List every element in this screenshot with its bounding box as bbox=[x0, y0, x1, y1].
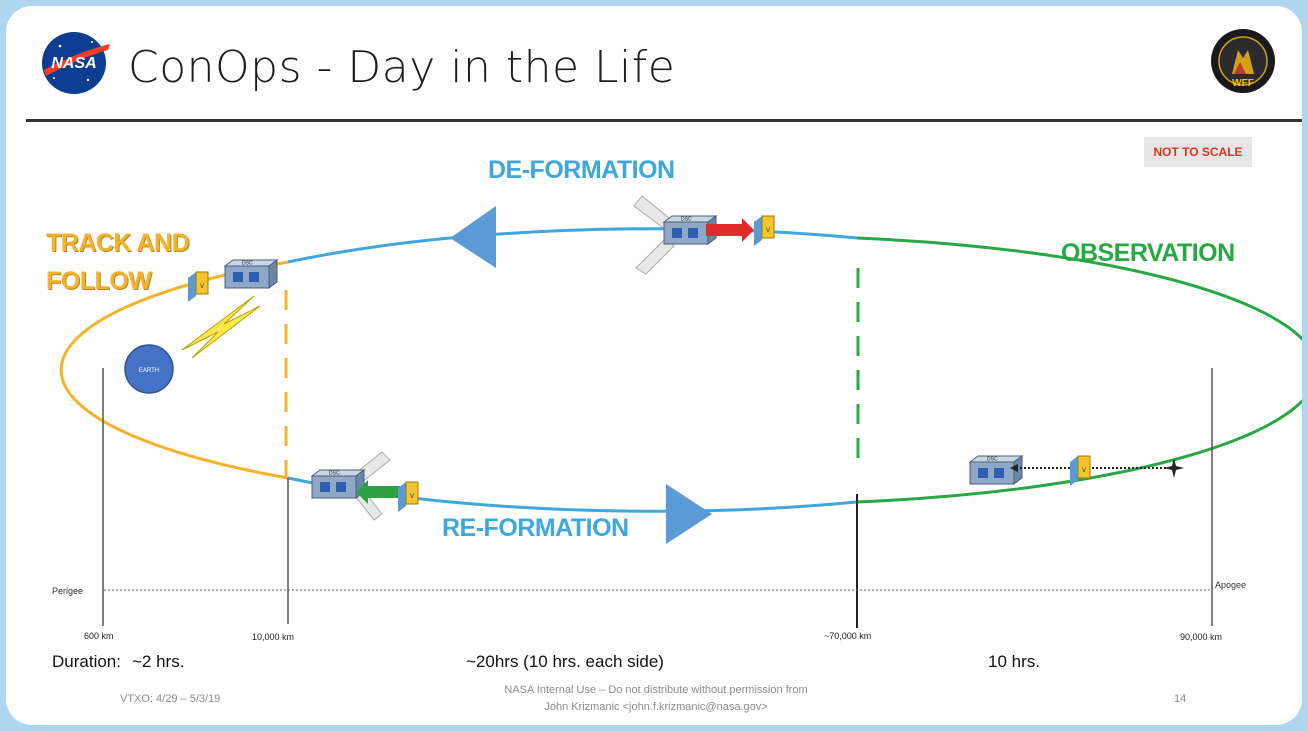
svg-text:V: V bbox=[200, 284, 204, 290]
footer-notice: NASA Internal Use – Do not distribute wi… bbox=[504, 684, 808, 713]
detector-spacecraft-icon: V bbox=[398, 481, 419, 512]
distance-label: 90,000 km bbox=[1180, 632, 1223, 642]
distance-label: 10,000 km bbox=[252, 632, 295, 642]
nasa-logo-text: NASA bbox=[51, 55, 96, 72]
detector-spacecraft-icon: V bbox=[188, 271, 209, 302]
page-title: ConOps - Day in the Life bbox=[128, 42, 676, 93]
separation-arrow-icon bbox=[706, 218, 754, 242]
duration-heading: Duration: bbox=[52, 652, 121, 671]
page-number: 14 bbox=[1174, 693, 1187, 705]
duration-value: ~2 hrs. bbox=[132, 652, 185, 671]
track-spacecraft-group: DSC V bbox=[188, 259, 279, 302]
distance-label: ~70,000 km bbox=[824, 631, 872, 641]
apogee-label: Apogee bbox=[1215, 580, 1246, 590]
svg-text:DSC: DSC bbox=[987, 457, 998, 463]
orbit-observation-segment bbox=[856, 236, 1302, 504]
svg-text:DSC: DSC bbox=[681, 217, 692, 223]
detector-spacecraft-icon: V bbox=[754, 215, 775, 246]
dsc-spacecraft-icon: DSC bbox=[223, 259, 279, 289]
beam-arrowhead-icon bbox=[1010, 464, 1018, 472]
title-divider bbox=[26, 119, 1302, 122]
reformation-label: RE-FORMATION bbox=[442, 514, 629, 542]
observation-label: OBSERVATION bbox=[1061, 239, 1235, 267]
duration-value: 10 hrs. bbox=[988, 652, 1040, 671]
svg-text:V: V bbox=[1082, 468, 1086, 474]
svg-text:DSC: DSC bbox=[242, 261, 253, 267]
footer-date: VTXO: 4/29 – 5/3/19 bbox=[120, 693, 221, 705]
earth-icon bbox=[124, 344, 174, 394]
orbit-track-segment bbox=[59, 260, 289, 480]
svg-text:DSC: DSC bbox=[329, 471, 340, 477]
lightning-icon bbox=[181, 295, 261, 359]
reformation-direction-arrow bbox=[666, 484, 712, 544]
wff-logo-text: WFF bbox=[1232, 78, 1254, 89]
orbit-diagram: Perigee Apogee EARTH DSC V bbox=[52, 195, 1302, 628]
detector-spacecraft-icon: V bbox=[1070, 455, 1091, 486]
deformation-spacecraft-group: DSC V bbox=[633, 195, 775, 275]
svg-text:V: V bbox=[766, 228, 770, 234]
track-and-follow-label: TRACK AND FOLLOW bbox=[46, 229, 190, 295]
dsc-spacecraft-icon: DSC bbox=[310, 469, 366, 499]
slide: NASA ConOps - Day in the Life WFF NOT TO… bbox=[6, 6, 1302, 725]
deformation-direction-arrow bbox=[450, 206, 496, 268]
wff-logo: WFF bbox=[1211, 29, 1275, 93]
nasa-logo: NASA bbox=[42, 32, 110, 94]
svg-text:V: V bbox=[410, 494, 414, 500]
not-to-scale-badge: NOT TO SCALE bbox=[1144, 137, 1252, 167]
deformation-label: DE-FORMATION bbox=[488, 156, 675, 184]
duration-value: ~20hrs (10 hrs. each side) bbox=[466, 652, 664, 671]
perigee-label: Perigee bbox=[52, 586, 83, 596]
distance-label: 600 km bbox=[84, 631, 114, 641]
observation-spacecraft-group: DSC V bbox=[968, 455, 1184, 486]
reformation-spacecraft-group: DSC V bbox=[310, 451, 419, 521]
earth-label: EARTH bbox=[139, 368, 159, 374]
approach-arrow-icon bbox=[356, 480, 400, 504]
star-icon bbox=[1164, 458, 1184, 478]
